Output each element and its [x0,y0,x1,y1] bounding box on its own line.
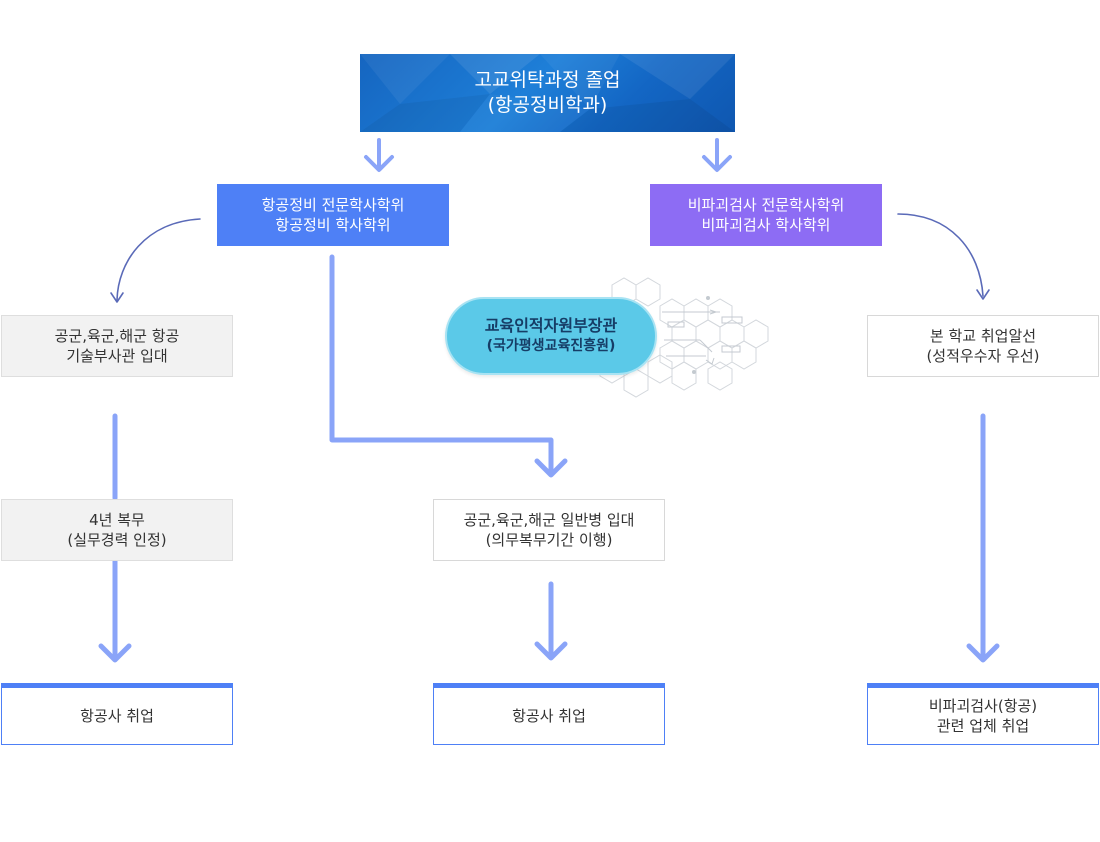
center-badge-line2: (국가평생교육진흥원) [486,338,616,354]
left-step1-box: 공군,육군,해군 항공 기술부사관 입대 [1,315,233,377]
mid-step1-box: 공군,육군,해군 일반병 입대 (의무복무기간 이행) [433,499,665,561]
mid-step1-line1: 공군,육군,해군 일반병 입대 [463,511,635,529]
curve-arrow-right [897,213,990,300]
right-step1-line2: (성적우수자 우선) [926,347,1040,365]
right-step1-box: 본 학교 취업알선 (성적우수자 우선) [867,315,1099,377]
right-header-line2: 비파괴검사 학사학위 [701,216,831,234]
mid-result-box: 항공사 취업 [433,683,665,745]
right-result-box: 비파괴검사(항공) 관련 업체 취업 [867,683,1099,745]
hexagon-pattern-decoration [599,277,769,398]
left-header-line1: 항공정비 전문학사학위 [261,196,405,214]
arrow-right-column [966,413,1000,663]
arrow-middle-bottom [534,581,568,661]
arrow-top-left [364,138,394,172]
curve-arrow-left [110,218,201,303]
left-result-line1: 항공사 취업 [80,707,154,725]
left-result-box: 항공사 취업 [1,683,233,745]
right-result-line1: 비파괴검사(항공) [928,697,1038,715]
arrow-top-right [702,138,732,172]
top-node-graduation: 고교위탁과정 졸업 (항공정비학과) [360,54,735,132]
top-node-line1: 고교위탁과정 졸업 [474,69,621,91]
mid-step1-line2: (의무복무기간 이행) [485,531,613,549]
arrow-left-column [98,413,132,663]
center-badge-line1: 교육인적자원부장관 [484,316,618,335]
right-result-line2: 관련 업체 취업 [936,717,1030,735]
left-step1-line2: 기술부사관 입대 [66,347,168,365]
right-header-ndt: 비파괴검사 전문학사학위 비파괴검사 학사학위 [650,184,882,246]
left-step1-line1: 공군,육군,해군 항공 [54,327,180,345]
mid-result-line1: 항공사 취업 [512,707,586,725]
left-header-line2: 항공정비 학사학위 [275,216,391,234]
left-step2-box: 4년 복무 (실무경력 인정) [1,499,233,561]
center-badge-ministry: 교육인적자원부장관 (국가평생교육진흥원) [445,297,657,375]
elbow-arrow-middle [329,254,568,478]
right-header-line1: 비파괴검사 전문학사학위 [687,196,845,214]
left-step2-line1: 4년 복무 [89,511,145,529]
polygon-texture-decoration [360,54,735,132]
top-node-line2: (항공정비학과) [487,94,608,116]
right-step1-line1: 본 학교 취업알선 [929,327,1037,345]
circuit-lines-decoration [648,296,743,374]
left-header-aircraft-maintenance: 항공정비 전문학사학위 항공정비 학사학위 [217,184,449,246]
left-step2-line2: (실무경력 인정) [67,531,167,549]
